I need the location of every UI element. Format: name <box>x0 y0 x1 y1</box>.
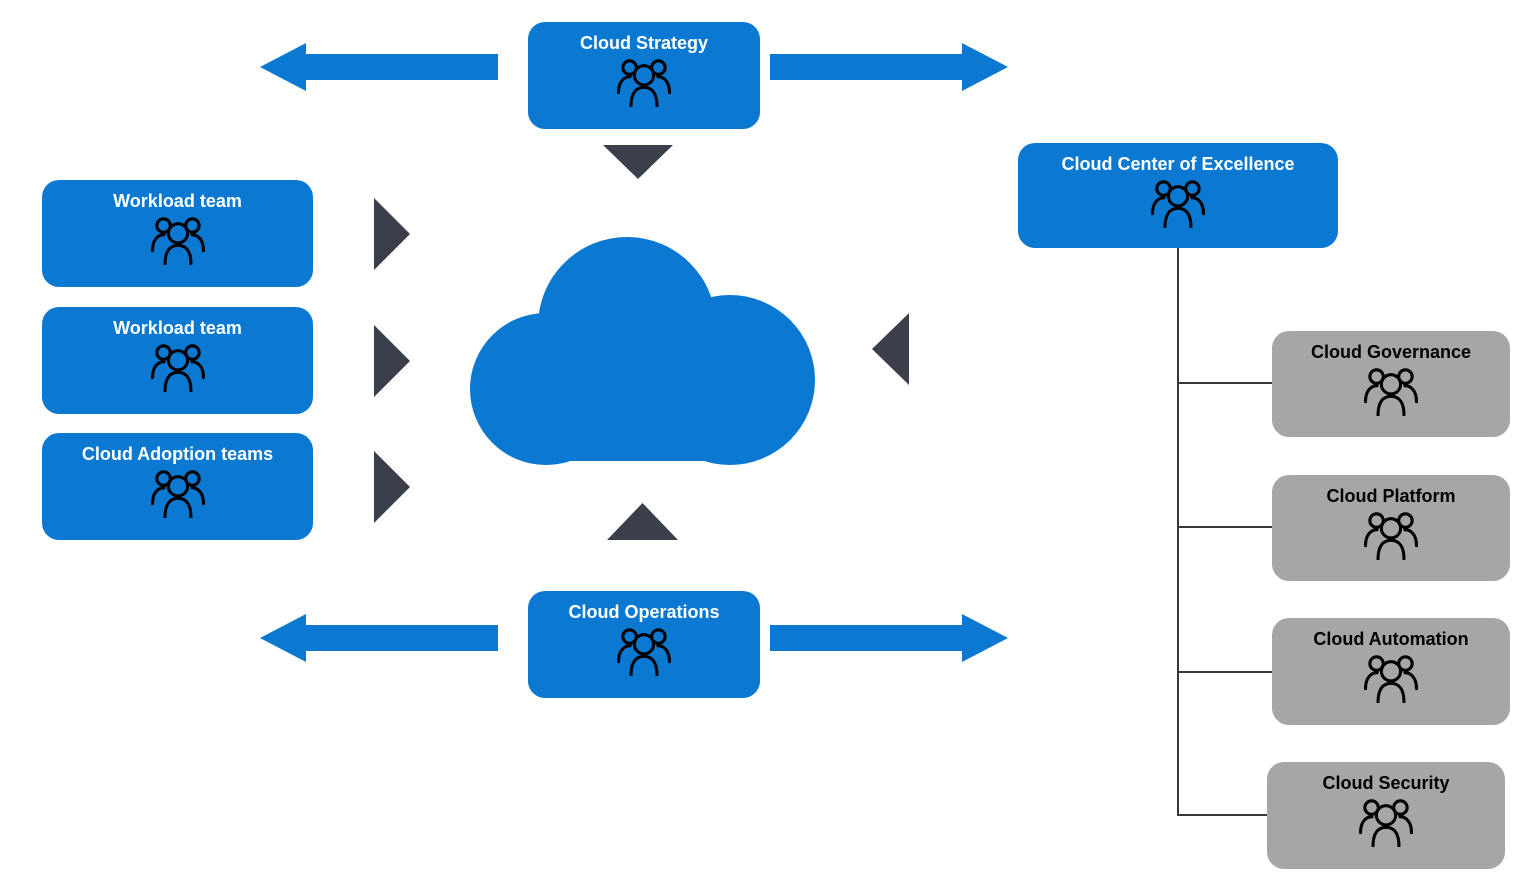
team-people-icon <box>1363 367 1419 416</box>
triangle-up-icon <box>607 503 678 540</box>
cloud-automation-label: Cloud Automation <box>1313 629 1469 649</box>
team-people-icon <box>1363 654 1419 703</box>
cloud-adoption-teams-label: Cloud Adoption teams <box>81 444 274 464</box>
triangle-down-icon <box>603 145 673 179</box>
workload-team-box-1: Workload team <box>42 180 313 287</box>
arrow-left-icon <box>260 43 498 91</box>
cloud-center-of-excellence-label: Cloud Center of Excellence <box>1061 154 1295 174</box>
cloud-operations-label: Cloud Operations <box>568 602 720 622</box>
team-people-icon <box>1150 179 1206 228</box>
org-connector-horizontal <box>1177 382 1272 384</box>
org-connector-horizontal <box>1177 671 1272 673</box>
org-connector-vertical <box>1177 248 1179 816</box>
cloud-security-box: Cloud Security <box>1267 762 1505 869</box>
workload-team-label: Workload team <box>113 191 242 211</box>
org-connector-horizontal <box>1177 814 1267 816</box>
cloud-platform-label: Cloud Platform <box>1326 486 1456 506</box>
workload-team-box-2: Workload team <box>42 307 313 414</box>
team-people-icon <box>150 469 205 518</box>
cloud-governance-label: Cloud Governance <box>1310 342 1472 362</box>
workload-team-label: Workload team <box>113 318 242 338</box>
cloud-adoption-teams-box: Cloud Adoption teams <box>42 433 313 540</box>
cloud-shape-part <box>500 335 786 461</box>
cloud-operations-box: Cloud Operations <box>528 591 760 698</box>
team-people-icon <box>616 627 672 676</box>
team-people-icon <box>1363 511 1419 560</box>
arrow-right-icon <box>770 43 1008 91</box>
cloud-strategy-box: Cloud Strategy <box>528 22 760 129</box>
triangle-right-icon <box>374 451 410 523</box>
cloud-automation-box: Cloud Automation <box>1272 618 1510 725</box>
triangle-right-icon <box>374 198 410 270</box>
cloud-security-label: Cloud Security <box>1322 773 1450 793</box>
team-people-icon <box>1358 798 1414 847</box>
team-people-icon <box>616 58 672 107</box>
org-connector-horizontal <box>1177 526 1272 528</box>
cloud-center-of-excellence-box: Cloud Center of Excellence <box>1018 143 1338 248</box>
arrow-right-icon <box>770 614 1008 662</box>
cloud-governance-box: Cloud Governance <box>1272 331 1510 437</box>
team-people-icon <box>150 216 205 265</box>
triangle-right-icon <box>374 325 410 397</box>
team-people-icon <box>150 343 205 392</box>
cloud-platform-box: Cloud Platform <box>1272 475 1510 581</box>
triangle-left-icon <box>872 313 909 385</box>
cloud-icon <box>470 237 815 465</box>
cloud-strategy-label: Cloud Strategy <box>579 33 708 53</box>
arrow-left-icon <box>260 614 498 662</box>
